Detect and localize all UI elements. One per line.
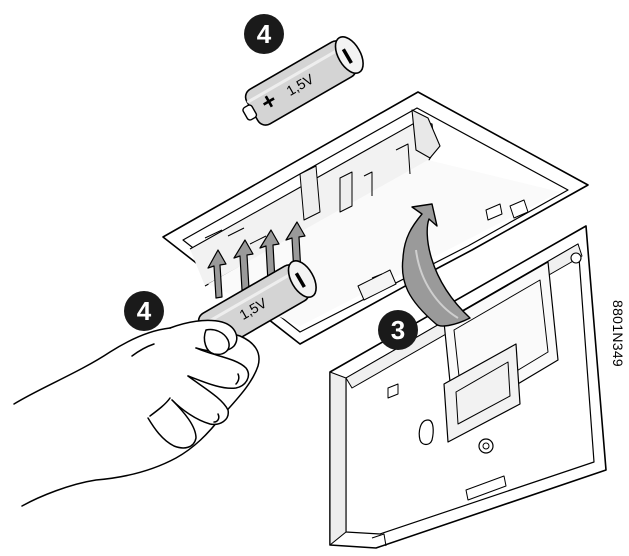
insert-arrows xyxy=(207,221,306,299)
battery-top: + 1,5V xyxy=(242,36,364,126)
figure-code: 8801N349 xyxy=(610,300,626,368)
insert-arrow-2 xyxy=(233,239,254,291)
hand-illustration xyxy=(13,319,260,507)
step-number-top-battery: 4 xyxy=(257,19,272,49)
step-number-rotate-cover: 3 xyxy=(391,315,405,345)
step-badge-rotate-cover: 3 xyxy=(378,310,418,350)
step-badge-hand-battery: 4 xyxy=(124,291,164,331)
insert-arrow-1 xyxy=(207,249,227,299)
rotate-cover-arrow xyxy=(401,203,471,327)
step-number-hand-battery: 4 xyxy=(137,296,152,326)
step-badge-top-battery: 4 xyxy=(244,14,284,54)
